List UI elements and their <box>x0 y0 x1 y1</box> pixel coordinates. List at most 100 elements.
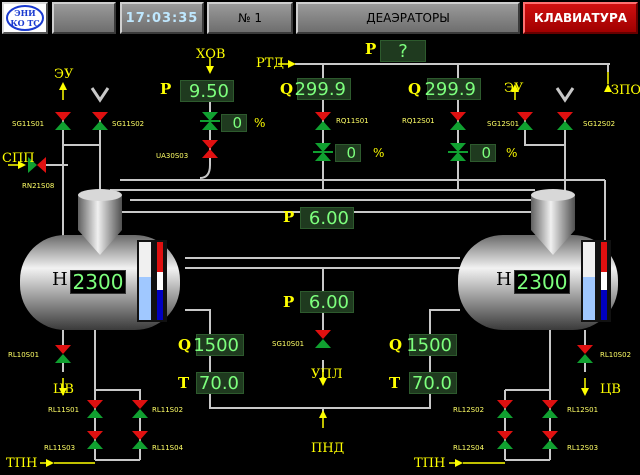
valve-rl12s03 <box>542 431 558 449</box>
label-rn21s08: RN21S08 <box>22 182 55 190</box>
label-rl11s01: RL11S01 <box>48 406 80 414</box>
flow-arrows <box>18 60 612 467</box>
value-rq11-pct: 0 <box>335 144 361 162</box>
value-q-left: 299.9 <box>294 78 351 100</box>
label-q-left: Q <box>280 80 294 98</box>
blank-button[interactable] <box>52 2 116 34</box>
label-tpn-left: ТПН <box>6 456 38 471</box>
label-rl11s02: RL11S02 <box>152 406 184 414</box>
label-rl12s02: RL12S02 <box>453 406 485 414</box>
page-title: ДЕАЭРАТОРЫ <box>296 2 520 34</box>
label-sg11s02: SG11S02 <box>112 120 145 128</box>
label-rtd: РТД <box>256 56 284 71</box>
top-bar: ЭНИ КО ТС 17:03:35 № 1 ДЕАЭРАТОРЫ КЛАВИА… <box>0 0 640 38</box>
label-rl10s02: RL10S02 <box>600 351 632 359</box>
value-ua-pct: 0 <box>221 114 247 132</box>
valve-sg10s01 <box>315 330 331 348</box>
valve-rl12s01 <box>542 400 558 418</box>
valve-rl11s04 <box>132 431 148 449</box>
value-p-common: 6.00 <box>300 207 354 229</box>
label-cv-left: ЦВ <box>53 382 74 397</box>
label-t-bottom-left: T <box>178 374 190 392</box>
label-spp: СПП <box>2 151 35 166</box>
value-h-left: 2300 <box>70 270 126 294</box>
value-t-bottom-right: 70.0 <box>409 372 457 394</box>
left-level-indicator <box>137 240 167 322</box>
value-q-bottom-right: 1500 <box>406 334 457 356</box>
label-rl12s03: RL12S03 <box>567 444 599 452</box>
valve-rl11s01 <box>87 400 103 418</box>
valve-sg12s02 <box>557 112 573 130</box>
label-ua30s03: UA30S03 <box>156 152 189 160</box>
label-pnd: ПНД <box>311 441 345 456</box>
label-rl12s01: RL12S01 <box>567 406 599 414</box>
value-t-bottom-left: 70.0 <box>196 372 244 394</box>
label-rq12s01: RQ12S01 <box>402 117 435 125</box>
label-cv-right: ЦВ <box>600 382 621 397</box>
valve-rq11-control <box>315 143 331 161</box>
label-rl11s04: RL11S04 <box>152 444 184 452</box>
logo-icon: ЭНИ КО ТС <box>6 5 44 31</box>
value-p-xov: 9.50 <box>180 80 234 102</box>
label-ua-pct: % <box>254 116 266 130</box>
label-h-left: H <box>52 269 68 290</box>
valve-rq11s01 <box>315 112 331 130</box>
label-xov: ХОВ <box>196 47 226 62</box>
value-rq12-pct: 0 <box>470 144 496 162</box>
logo: ЭНИ КО ТС <box>2 2 48 34</box>
valve-rl11s03 <box>87 431 103 449</box>
label-eu-left: ЭУ <box>54 67 74 82</box>
label-t-bottom-right: T <box>389 374 401 392</box>
value-p-center: 6.00 <box>300 291 354 313</box>
label-rq12-pct: % <box>506 146 518 160</box>
svg-text:ЭНИ: ЭНИ <box>14 8 36 18</box>
label-tpn-right: ТПН <box>414 456 446 471</box>
label-sg11s01: SG11S01 <box>12 120 45 128</box>
label-eu-right: ЭУ <box>504 81 524 96</box>
label-rl12s04: RL12S04 <box>453 444 485 452</box>
label-sg10s01: SG10S01 <box>272 340 305 348</box>
valve-rl11s02 <box>132 400 148 418</box>
label-p-rtd: P <box>365 40 377 58</box>
arrow-stems <box>8 58 609 464</box>
valve-rl10s02 <box>577 345 593 363</box>
label-upl: УПЛ <box>311 367 343 382</box>
valve-rl10s01 <box>55 345 71 363</box>
value-h-right: 2300 <box>514 270 570 294</box>
label-rq11-pct: % <box>373 146 385 160</box>
valve-rq12s01 <box>450 112 466 130</box>
valve-xov-control <box>202 112 218 130</box>
label-rq11s01: RQ11S01 <box>336 117 369 125</box>
valve-rq12-control <box>450 143 466 161</box>
clock: 17:03:35 <box>120 2 204 34</box>
valve-ua30s03 <box>202 140 218 158</box>
actuator-stems <box>200 120 468 153</box>
valve-sg12s01 <box>517 112 533 130</box>
label-q-bottom-left: Q <box>178 336 192 354</box>
valve-rl12s02 <box>497 400 513 418</box>
label-p-center: P <box>283 293 295 311</box>
valve-sg11s01 <box>55 112 71 130</box>
label-p-xov: P <box>160 80 172 98</box>
value-q-right: 299.9 <box>424 78 481 100</box>
value-q-bottom-left: 1500 <box>193 334 244 356</box>
svg-text:КО ТС: КО ТС <box>10 18 39 28</box>
valve-sg11s02 <box>92 112 108 130</box>
label-sg12s02: SG12S02 <box>583 120 616 128</box>
right-level-indicator <box>581 240 611 322</box>
label-zpo: ЗПО <box>611 83 640 98</box>
label-rl10s01: RL10S01 <box>8 351 40 359</box>
valve-rl12s04 <box>497 431 513 449</box>
valve-rn21s08 <box>28 157 46 173</box>
label-rl11s03: RL11S03 <box>44 444 76 452</box>
valves[interactable] <box>28 112 593 449</box>
unit-number[interactable]: № 1 <box>207 2 293 34</box>
label-p-common: P <box>283 208 295 226</box>
value-p-rtd: ? <box>380 40 426 62</box>
label-h-right: H <box>496 269 512 290</box>
keyboard-button[interactable]: КЛАВИАТУРА <box>523 2 638 34</box>
label-q-bottom-right: Q <box>389 336 403 354</box>
vent-icons <box>90 87 575 103</box>
label-sg12s01: SG12S01 <box>487 120 520 128</box>
